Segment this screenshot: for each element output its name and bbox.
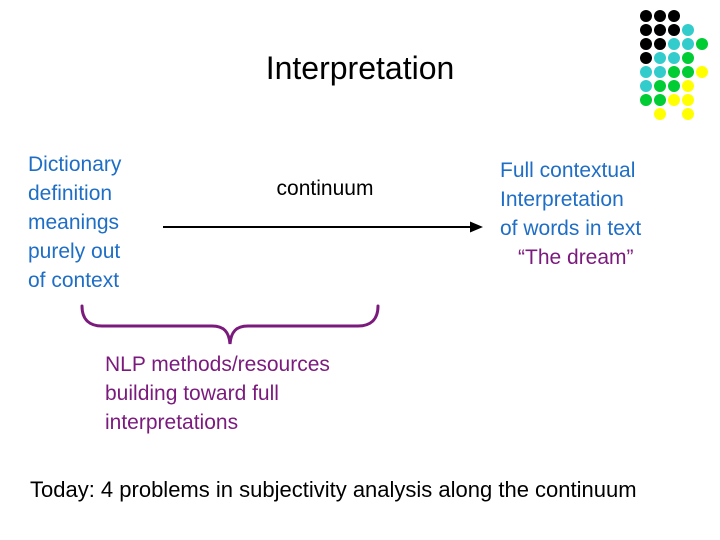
right-block-line: Interpretation <box>500 188 624 211</box>
slide-title: Interpretation <box>265 50 455 86</box>
logo-dot <box>654 10 666 22</box>
logo-dot <box>682 80 694 92</box>
logo-dot <box>640 94 652 106</box>
logo-dot <box>654 108 666 120</box>
brace-caption-line: building toward full <box>105 382 279 405</box>
logo-dot <box>654 52 666 64</box>
logo-dot <box>696 66 708 78</box>
dream-quote: “The dream” <box>518 246 634 269</box>
logo-dot <box>640 24 652 36</box>
logo-dot <box>654 66 666 78</box>
dots-logo <box>639 9 709 121</box>
curly-brace-icon <box>80 304 380 345</box>
left-block-line: definition <box>28 182 113 205</box>
logo-dot <box>682 66 694 78</box>
logo-dot <box>640 80 652 92</box>
left-block-line: purely out <box>28 240 121 263</box>
logo-dot <box>654 94 666 106</box>
logo-dot <box>668 38 680 50</box>
left-block-line: of context <box>28 269 120 292</box>
logo-dot <box>682 52 694 64</box>
logo-dot <box>668 52 680 64</box>
brace-caption-line: interpretations <box>105 411 239 434</box>
logo-dot <box>654 80 666 92</box>
logo-dot <box>640 10 652 22</box>
logo-dot <box>668 24 680 36</box>
continuum-label: continuum <box>276 177 374 200</box>
logo-dot <box>696 38 708 50</box>
logo-dot <box>654 38 666 50</box>
logo-dot <box>640 66 652 78</box>
brace-caption: NLP methods/resources building toward fu… <box>105 350 330 437</box>
logo-dot <box>668 80 680 92</box>
brace-caption-line: NLP methods/resources <box>105 353 330 376</box>
logo-dot <box>682 24 694 36</box>
right-block-line: Full contextual <box>500 159 636 182</box>
continuum-arrowhead-icon <box>470 221 483 233</box>
logo-dot <box>668 94 680 106</box>
left-text-block: Dictionary definition meanings purely ou… <box>28 150 121 295</box>
left-block-line: meanings <box>28 211 120 234</box>
logo-dot <box>654 24 666 36</box>
logo-dot <box>682 108 694 120</box>
logo-dot <box>640 52 652 64</box>
logo-dot <box>668 10 680 22</box>
logo-dot <box>668 66 680 78</box>
footer-text: Today: 4 problems in subjectivity analys… <box>30 477 637 502</box>
logo-dot <box>682 94 694 106</box>
left-block-line: Dictionary <box>28 153 122 176</box>
right-block-line: of words in text <box>500 217 642 240</box>
logo-dot <box>640 38 652 50</box>
right-text-block: Full contextual Interpretation of words … <box>500 156 641 272</box>
logo-dot <box>682 38 694 50</box>
